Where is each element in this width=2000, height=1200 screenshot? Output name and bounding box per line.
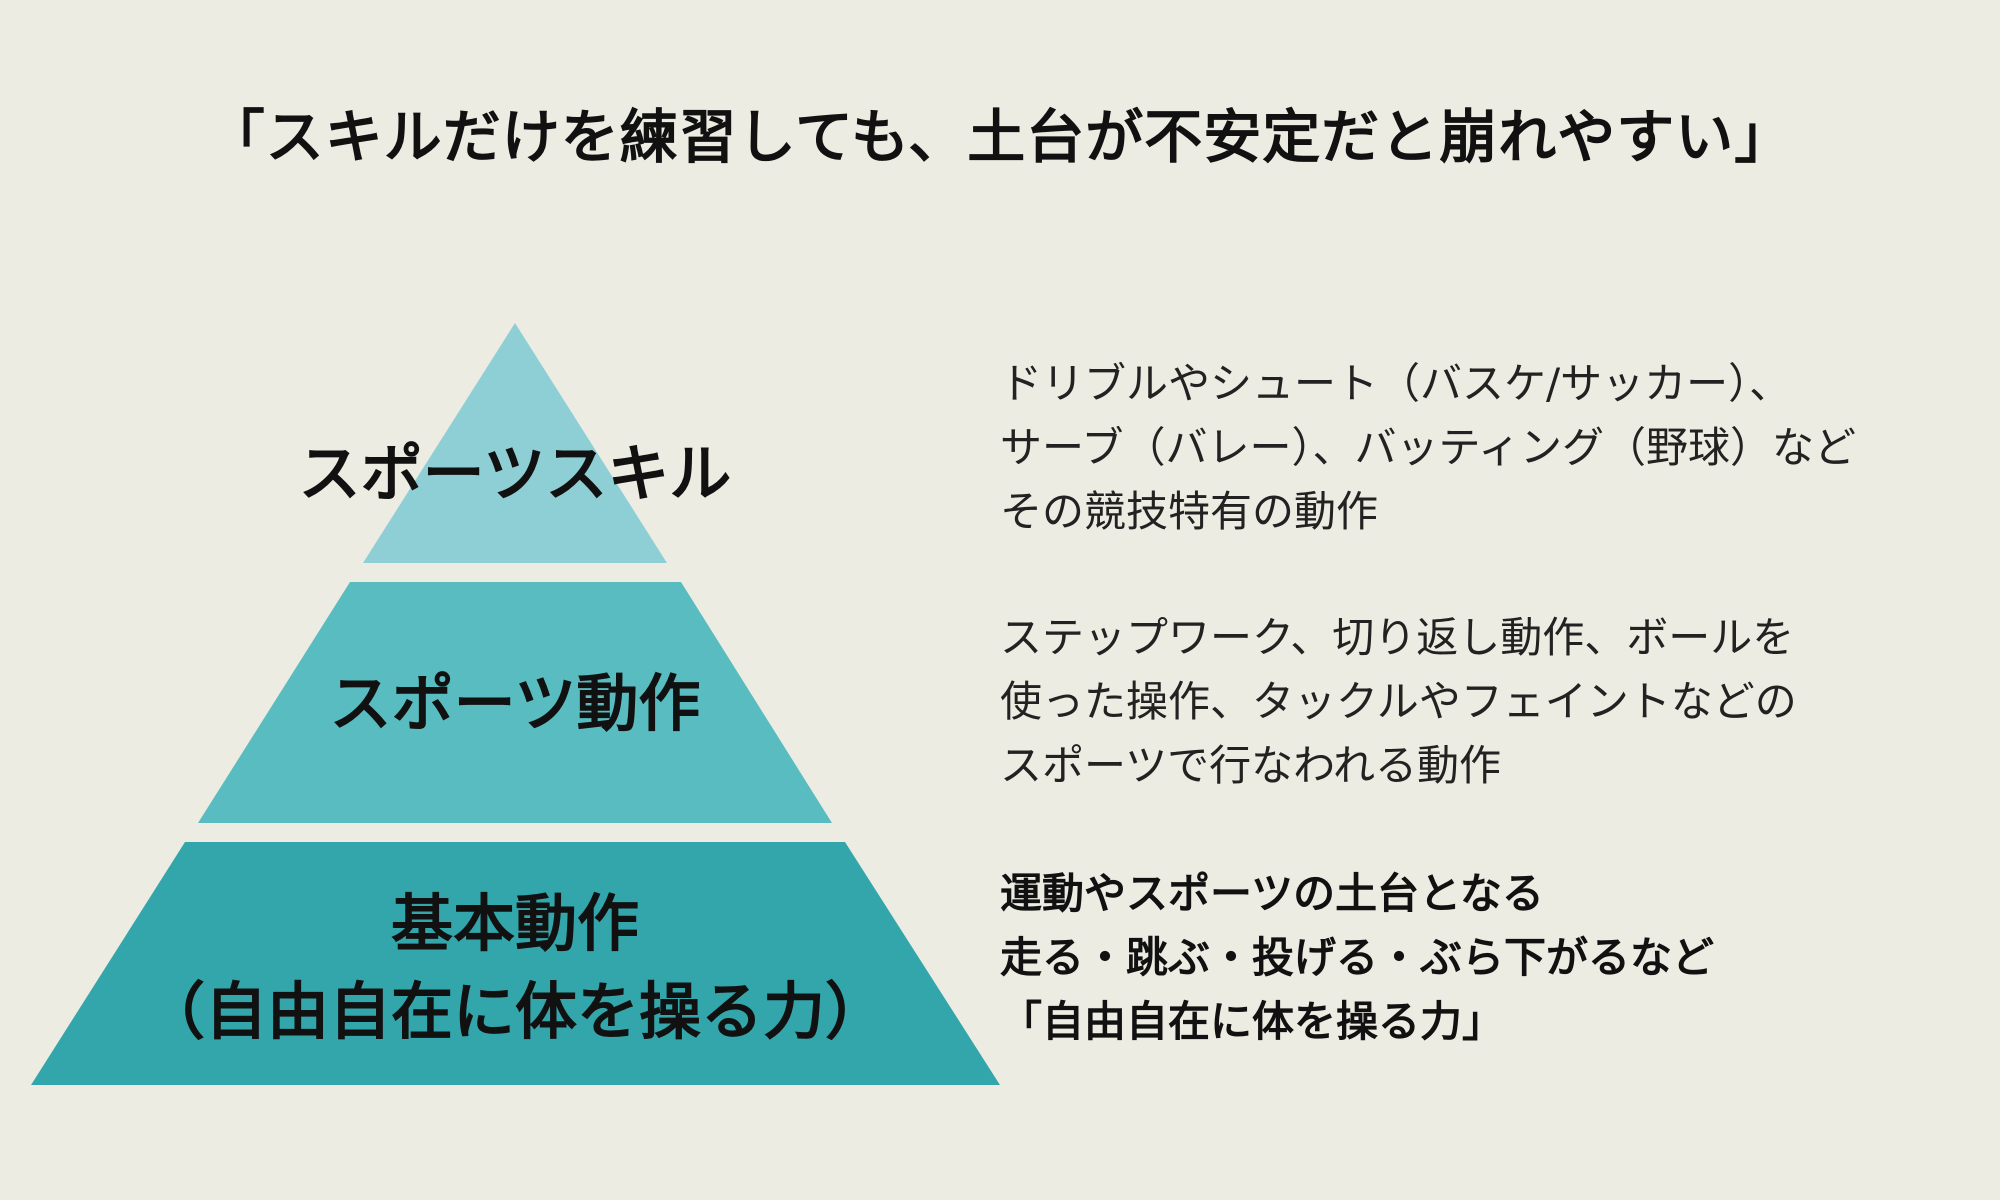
tier-label-middle: スポーツ動作 (215, 660, 815, 748)
description-line: 使った操作、タックルやフェイントなどの (1000, 677, 1797, 726)
pyramid-tier-middle (198, 582, 832, 823)
description-line: サーブ（バレー）、バッティング（野球）など (1000, 423, 1856, 472)
slide-title: 「スキルだけを練習しても、土台が不安定だと崩れやすい」 (206, 103, 1794, 171)
tier-label-line: 基本動作 (390, 887, 639, 960)
description-line: 走る・跳ぶ・投げる・ぶら下がるなど (1000, 933, 1715, 982)
tier-label-line: スポーツスキル (298, 437, 732, 510)
description-line: その競技特有の動作 (1000, 487, 1379, 536)
description-line: スポーツで行なわれる動作 (1000, 741, 1502, 790)
description-line: 「自由自在に体を操る力」 (1000, 997, 1505, 1046)
tier-label-top: スポーツスキル (215, 430, 815, 518)
tier-label-bottom: 基本動作 （自由自在に体を操る力） (115, 880, 915, 1056)
tier-description-bottom: 運動やスポーツの土台となる 走る・跳ぶ・投げる・ぶら下がるなど 「自由自在に体を… (1000, 862, 1714, 1054)
description-line: 運動やスポーツの土台となる (1000, 869, 1544, 918)
description-line: ドリブルやシュート（バスケ/サッカー）、 (1000, 359, 1792, 408)
tier-label-line: （自由自在に体を操る力） (142, 975, 887, 1048)
pyramid-tier-top (363, 323, 667, 563)
tier-label-line: スポーツ動作 (329, 667, 701, 740)
tier-description-top: ドリブルやシュート（バスケ/サッカー）、 サーブ（バレー）、バッティング（野球）… (1000, 352, 1856, 544)
pyramid-tier-bottom (31, 842, 1000, 1085)
description-line: ステップワーク、切り返し動作、ボールを (1000, 613, 1795, 662)
tier-description-middle: ステップワーク、切り返し動作、ボールを 使った操作、タックルやフェイントなどの … (1000, 606, 1797, 798)
